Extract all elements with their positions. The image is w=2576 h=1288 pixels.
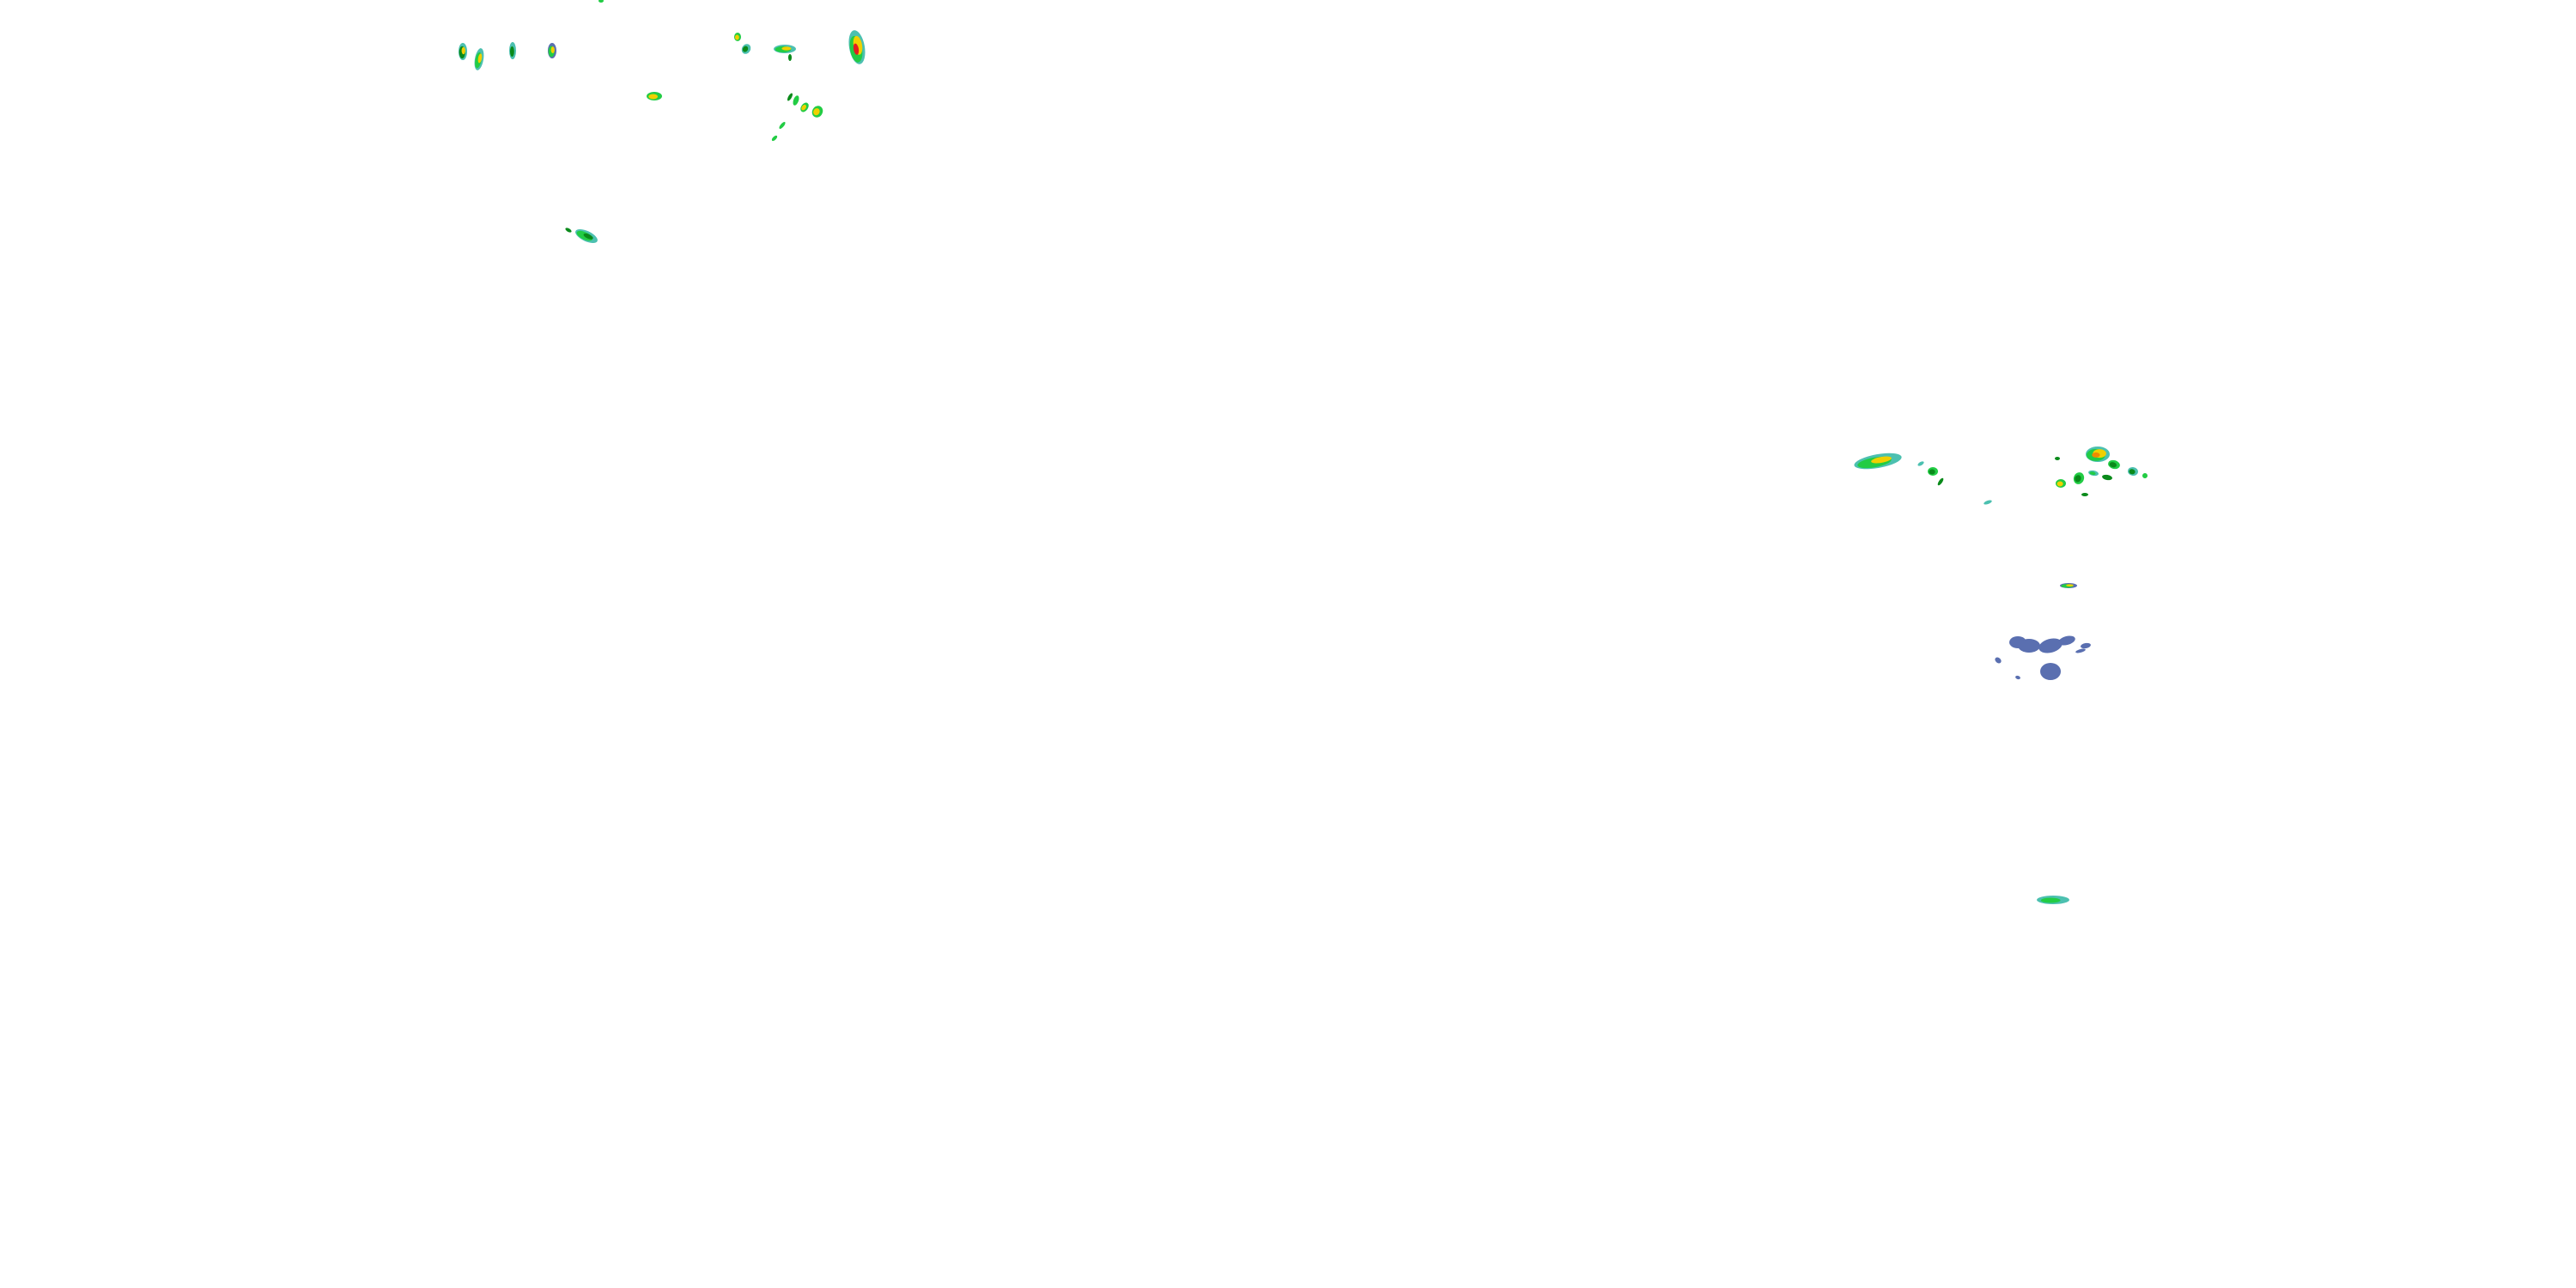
- radar-echo-light: [1995, 657, 2002, 664]
- echo-level-green: [793, 95, 799, 106]
- echo-level-yellow: [648, 94, 659, 100]
- echo-level-green: [2089, 471, 2096, 476]
- echo-level-dark_green: [2055, 457, 2060, 460]
- echo-level-yellow: [813, 108, 820, 116]
- radar-echo-moderate: [565, 228, 572, 233]
- radar-echo-moderate: [734, 33, 741, 41]
- echo-level-green: [771, 135, 778, 142]
- radar-echo-moderate: [800, 102, 809, 112]
- echo-level-green: [2040, 897, 2061, 903]
- radar-echo-moderate: [2081, 493, 2088, 496]
- radar-echo-moderate: [2102, 474, 2112, 481]
- radar-echo-moderate: [788, 54, 792, 61]
- echo-level-light: [2038, 638, 2063, 653]
- radar-echo-heavy: [2086, 447, 2110, 462]
- radar-echo-light: [2075, 648, 2086, 653]
- radar-echo-moderate: [1937, 477, 1944, 486]
- radar-echo-moderate: [548, 43, 556, 58]
- echo-level-dark_green: [2129, 469, 2136, 475]
- echo-level-yellow: [1871, 456, 1892, 464]
- echo-level-dark_green: [2075, 475, 2081, 483]
- radar-echo-moderate: [647, 92, 662, 100]
- echo-level-dark_green: [2081, 493, 2088, 496]
- radar-echo-moderate: [598, 0, 604, 3]
- echo-level-light: [2058, 635, 2075, 646]
- echo-level-green: [2142, 473, 2148, 478]
- echo-level-yellow: [461, 46, 465, 55]
- radar-echo-moderate: [509, 42, 516, 59]
- radar-echo-light: [2038, 638, 2063, 653]
- radar-echo-moderate: [779, 121, 786, 130]
- radar-echo-light: [2081, 642, 2091, 649]
- echo-level-light: [2018, 639, 2040, 653]
- echo-level-yellow: [801, 104, 807, 111]
- radar-echo-moderate: [811, 106, 823, 118]
- precipitation-echo-layer: [459, 0, 2148, 904]
- radar-echo-moderate: [1854, 453, 1902, 470]
- echo-level-orange: [2092, 452, 2100, 458]
- radar-echo-moderate: [474, 48, 484, 70]
- radar-echo-moderate: [2056, 479, 2066, 488]
- echo-level-dark_green: [787, 93, 793, 101]
- echo-level-yellow: [2066, 584, 2074, 586]
- radar-echo-moderate: [2142, 473, 2148, 478]
- radar-echo-light: [2058, 635, 2075, 646]
- echo-level-light: [2081, 642, 2091, 649]
- echo-level-green: [779, 121, 786, 130]
- radar-echo-moderate: [771, 135, 778, 142]
- radar-echo-moderate: [2060, 583, 2077, 588]
- echo-level-dark_green: [2102, 474, 2112, 481]
- echo-level-cyan: [1917, 461, 1924, 466]
- radar-echo-light: [2018, 639, 2040, 653]
- radar-echo-moderate: [741, 44, 751, 54]
- echo-level-dark_green: [565, 228, 572, 233]
- echo-level-dark_green: [1929, 469, 1935, 475]
- echo-level-cyan: [1984, 500, 1992, 505]
- echo-level-yellow: [477, 53, 483, 64]
- echo-level-light: [1995, 657, 2002, 664]
- radar-echo-light: [1984, 500, 1992, 505]
- echo-level-dark_green: [742, 46, 749, 52]
- radar-echo-moderate: [2108, 459, 2120, 470]
- echo-level-yellow: [2057, 481, 2063, 487]
- echo-level-yellow: [735, 34, 739, 40]
- radar-echo-moderate: [2055, 457, 2060, 460]
- radar-echo-moderate: [2073, 472, 2085, 484]
- echo-level-dark_green: [2109, 462, 2117, 468]
- echo-level-dark_green: [583, 233, 593, 240]
- echo-level-green: [598, 0, 604, 3]
- radar-echo-moderate: [2128, 466, 2138, 477]
- echo-level-dark_green: [510, 46, 514, 57]
- echo-level-light: [2075, 648, 2086, 653]
- echo-level-yellow: [781, 46, 792, 51]
- radar-echo-moderate: [793, 95, 799, 106]
- radar-echo-moderate: [2037, 896, 2069, 904]
- radar-echo-heavy: [848, 30, 866, 64]
- echo-level-dark_green: [788, 54, 792, 61]
- echo-level-light: [2015, 675, 2020, 680]
- radar-echo-light: [2040, 663, 2061, 680]
- echo-level-dark_green: [1937, 477, 1944, 486]
- radar-echo-moderate: [575, 228, 598, 244]
- radar-echo-moderate: [2088, 470, 2099, 477]
- radar-echo-moderate: [787, 93, 793, 101]
- radar-echo-moderate: [459, 43, 467, 60]
- radar-echo-light: [1917, 461, 1924, 466]
- radar-echo-light: [2015, 675, 2020, 680]
- echo-level-yellow: [550, 46, 555, 53]
- radar-echo-moderate: [1928, 467, 1938, 476]
- echo-level-light: [2040, 663, 2061, 680]
- echo-level-red: [853, 43, 860, 55]
- radar-echo-moderate: [774, 45, 796, 53]
